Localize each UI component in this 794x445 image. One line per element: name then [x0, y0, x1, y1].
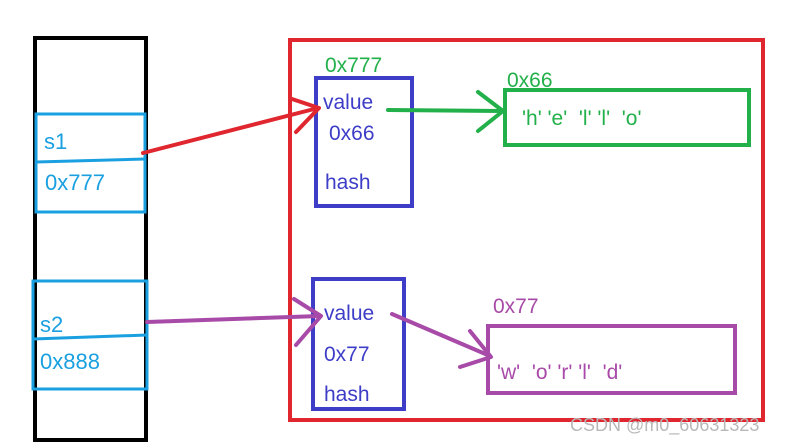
s2-name: s2 — [40, 312, 64, 337]
s1-address: 0x777 — [45, 170, 105, 195]
s1-cell-divider — [35, 157, 146, 164]
string-object-1 — [314, 76, 414, 208]
array1-chars: 'h' 'e' 'l' 'l' 'o' — [522, 107, 642, 130]
s2-address: 0x888 — [40, 349, 100, 374]
s1-name: s1 — [44, 129, 68, 154]
arrow-s1-to-object — [141, 97, 321, 155]
array2-address: 0x77 — [493, 295, 539, 318]
object1-value-field: value — [323, 91, 374, 114]
array2-chars: 'w' 'o' 'r' 'l' 'd' — [497, 361, 623, 384]
s1-cell — [34, 112, 147, 214]
heap-region — [288, 38, 765, 422]
string-object-2 — [311, 277, 406, 411]
array1-address: 0x66 — [507, 69, 553, 92]
stack-frame — [33, 36, 148, 442]
char-array-1 — [503, 88, 751, 147]
watermark: CSDN @m0_60631323 — [570, 415, 760, 435]
object2-hash-field: hash — [324, 383, 370, 406]
arrow-value-to-array1 — [386, 90, 505, 133]
object1-hash-field: hash — [325, 171, 371, 194]
arrow-value-to-array2 — [390, 312, 493, 369]
s2-cell-divider — [32, 333, 148, 341]
object2-value-ref: 0x77 — [324, 343, 370, 366]
object1-address: 0x777 — [325, 54, 383, 77]
object2-value-field: value — [324, 302, 375, 325]
arrow-s2-to-object — [145, 297, 323, 347]
object1-value-ref: 0x66 — [329, 122, 375, 145]
